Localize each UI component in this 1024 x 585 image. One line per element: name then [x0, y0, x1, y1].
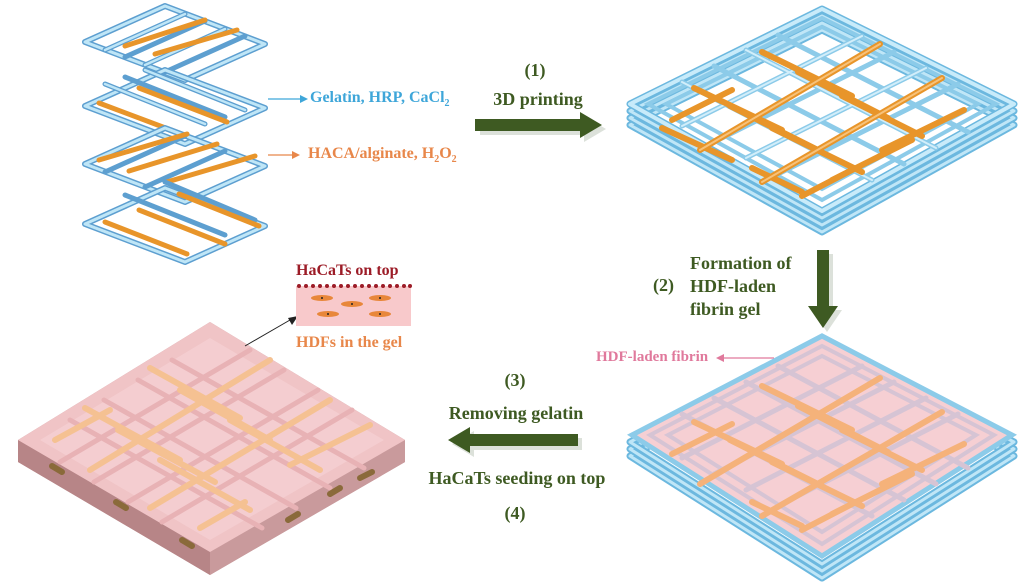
- step2-arrow-icon: [808, 250, 842, 332]
- step2-label: Formation of HDF-laden fibrin gel: [690, 252, 791, 321]
- step3-number: (3): [504, 370, 526, 390]
- haca-subscript-2: 2: [451, 154, 457, 166]
- step1-number: (1): [524, 60, 546, 80]
- gelatin-label: Gelatin, HRP, CaCl2: [310, 89, 450, 109]
- printed-scaffold-illustration: [626, 5, 1018, 236]
- fibrin-pointer-icon: [716, 354, 774, 362]
- haca-subscript-1: 2: [434, 154, 440, 166]
- step1-arrow-icon: [475, 112, 606, 142]
- layer-4: [85, 179, 265, 262]
- final-construct-illustration: [18, 316, 405, 575]
- step4-label: HaCaTs seeding on top: [428, 468, 606, 488]
- step2-line1: Formation of: [690, 253, 792, 273]
- step2-number: (2): [653, 275, 674, 295]
- layer-1: [85, 6, 265, 80]
- haca-label: HACA/alginate, H2O2: [308, 145, 457, 165]
- step4-number: (4): [504, 503, 526, 523]
- step1-label: 3D printing: [493, 89, 583, 109]
- gelatin-label-subscript: 2: [444, 98, 450, 110]
- exploded-layers-illustration: [0, 0, 308, 250]
- gelatin-label-text: Gelatin, HRP, CaCl: [310, 89, 445, 106]
- haca-label-mid: O: [439, 145, 452, 162]
- step2-line3: fibrin gel: [690, 299, 761, 319]
- step2-line2: HDF-laden: [690, 276, 777, 296]
- fibrin-label: HDF-laden fibrin: [596, 349, 709, 365]
- step3-arrow-icon: [448, 427, 582, 457]
- fibrin-scaffold-illustration: [626, 333, 1018, 582]
- inset-cells-illustration: [296, 284, 412, 326]
- haca-label-text: HACA/alginate, H: [308, 145, 435, 162]
- layer-3: [85, 128, 265, 202]
- inset-top-label: HaCaTs on top: [296, 262, 399, 279]
- step3-label: Removing gelatin: [448, 403, 584, 423]
- inset-bottom-label: HDFs in the gel: [296, 334, 403, 351]
